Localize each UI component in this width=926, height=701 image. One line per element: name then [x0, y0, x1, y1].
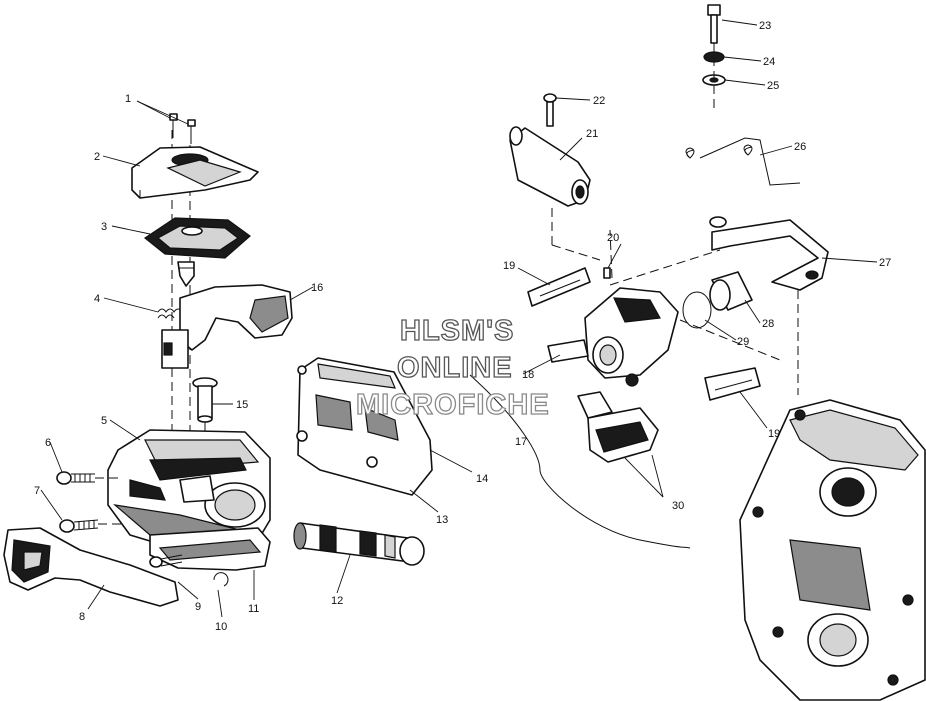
screw-20	[603, 267, 611, 279]
lower-cover	[149, 527, 271, 571]
callout-12: 12	[331, 595, 343, 607]
screw-pair	[169, 113, 196, 144]
callout-2: 2	[94, 151, 100, 163]
torsion-spring	[685, 137, 801, 186]
callout-labels: 1 2 3 4 5 6 7 8 9 10 11 12 13 14 15 16 1…	[34, 20, 891, 633]
callout-1: 1	[125, 93, 131, 105]
callout-17: 17	[515, 436, 527, 448]
callout-27: 27	[879, 257, 891, 269]
callout-14: 14	[476, 473, 488, 485]
callout-30: 30	[672, 500, 684, 512]
callout-26: 26	[794, 141, 806, 153]
pivot-pin	[192, 377, 218, 423]
leader-lines	[40, 19, 878, 618]
spring	[157, 308, 183, 319]
bushing	[709, 271, 753, 311]
retaining-clip	[213, 572, 229, 587]
callout-19-upper: 19	[503, 260, 515, 272]
throttle-housing	[107, 429, 271, 551]
callout-5: 5	[101, 415, 107, 427]
callout-9: 9	[195, 601, 201, 613]
screw-7	[59, 519, 99, 533]
callout-25: 25	[767, 80, 779, 92]
watermark: HLSM'S ONLINE MICROFICHE	[355, 314, 550, 421]
chaincase-housing	[739, 399, 926, 701]
watermark-line-1: HLSM'S	[400, 315, 514, 347]
callout-29: 29	[737, 336, 749, 348]
callout-28: 28	[762, 318, 774, 330]
top-cover	[131, 146, 259, 199]
callout-24: 24	[763, 56, 775, 68]
callout-8: 8	[79, 611, 85, 623]
screw-6	[56, 471, 95, 485]
callout-4: 4	[94, 293, 100, 305]
callout-23: 23	[759, 20, 771, 32]
brake-shim-lower	[704, 367, 761, 401]
valve-insert	[177, 261, 195, 287]
brake-cable	[469, 374, 691, 549]
throttle-shaft	[293, 522, 425, 566]
brake-pads	[577, 391, 659, 463]
watermark-line-2: ONLINE	[397, 352, 513, 384]
callout-20: 20	[607, 232, 619, 244]
watermark-line-3: MICROFICHE	[356, 389, 550, 421]
callout-6: 6	[45, 437, 51, 449]
callout-13: 13	[436, 514, 448, 526]
side-cover	[296, 357, 433, 496]
screw-9	[149, 554, 183, 568]
mounting-bracket	[709, 216, 829, 291]
callout-10: 10	[215, 621, 227, 633]
callout-7: 7	[34, 485, 40, 497]
callout-22: 22	[593, 95, 605, 107]
hand-lever	[3, 527, 179, 607]
brake-shim-upper	[527, 267, 591, 307]
brake-caliper	[547, 287, 679, 387]
callout-18: 18	[522, 369, 534, 381]
screw-22	[543, 93, 557, 127]
callout-19-lower: 19	[768, 428, 780, 440]
callout-15: 15	[236, 399, 248, 411]
callout-11: 11	[248, 603, 259, 615]
cable-fitting	[509, 126, 591, 207]
throttle-lever	[161, 284, 293, 369]
callout-3: 3	[101, 221, 107, 233]
callout-21: 21	[586, 128, 598, 140]
o-ring	[682, 291, 712, 329]
callout-16: 16	[311, 282, 323, 294]
filter-plate	[143, 217, 251, 259]
